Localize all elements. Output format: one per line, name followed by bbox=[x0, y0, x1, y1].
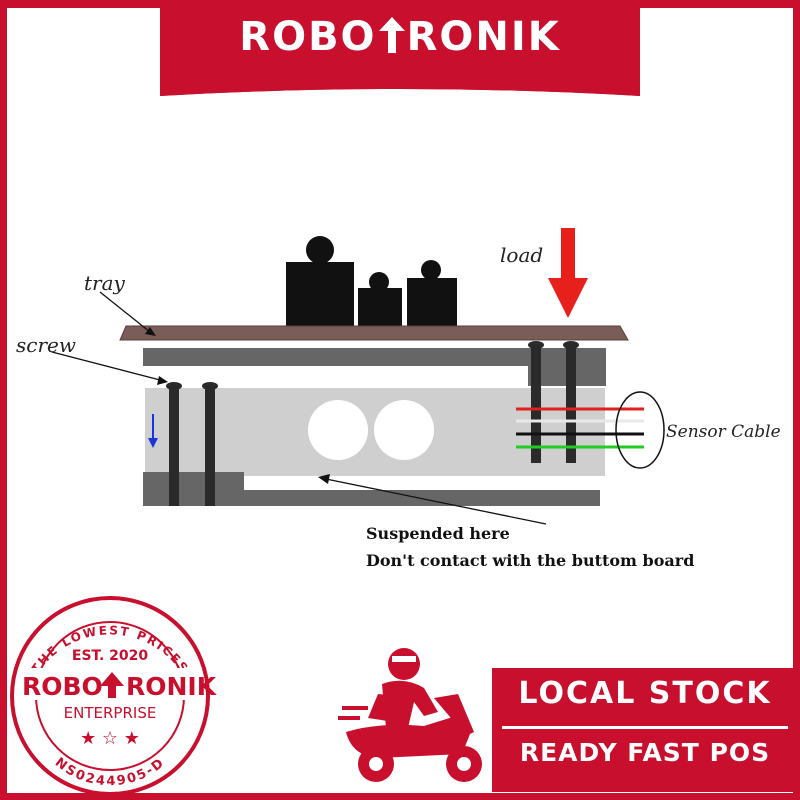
sensor-wires bbox=[516, 407, 644, 449]
bottom-plate bbox=[143, 472, 600, 506]
screw-leader bbox=[51, 351, 161, 381]
brand-name-left: ROBO bbox=[239, 14, 377, 60]
weight-medium-knob bbox=[421, 260, 441, 280]
enterprise-stamp: THE LOWEST PRICES NS0244905-D EST. 2020 … bbox=[10, 596, 218, 794]
sensor-cable-ellipse bbox=[615, 391, 665, 469]
weight-large-knob bbox=[306, 236, 334, 264]
sensor-cable-label: Sensor Cable bbox=[666, 422, 781, 442]
stamp-arrow-icon bbox=[100, 672, 124, 698]
top-plate bbox=[143, 348, 606, 386]
weight-medium bbox=[407, 278, 457, 326]
screw-label: screw bbox=[16, 333, 76, 357]
note-line-1: Suspended here bbox=[366, 524, 510, 543]
tray-leader bbox=[99, 291, 151, 333]
weights bbox=[286, 236, 457, 326]
screws bbox=[166, 341, 579, 506]
screw-left-1 bbox=[169, 386, 179, 506]
promo-divider bbox=[502, 726, 788, 729]
stamp-enterprise: ENTERPRISE bbox=[64, 704, 157, 722]
screw-right-1 bbox=[531, 345, 541, 463]
promo-banner: LOCAL STOCK READY FAST POS bbox=[492, 668, 798, 792]
screw-right-2 bbox=[566, 345, 576, 463]
brand-arrow-icon bbox=[378, 17, 405, 53]
stamp-stars-icon: ★ ☆ ★ bbox=[80, 728, 140, 749]
suspended-leader bbox=[325, 478, 547, 525]
stamp-name-right: RONIK bbox=[126, 672, 218, 701]
strain-hole-left bbox=[308, 400, 368, 460]
weight-small bbox=[358, 288, 402, 326]
brand-banner bbox=[0, 0, 800, 96]
delivery-scooter-icon bbox=[338, 648, 482, 782]
tray bbox=[119, 325, 629, 341]
tray-label: tray bbox=[84, 271, 126, 295]
load-label: load bbox=[500, 243, 543, 267]
stamp-name-left: ROBO bbox=[22, 672, 103, 701]
brand-logo: ROBO RONIK bbox=[0, 14, 800, 60]
bottom-gap bbox=[244, 476, 600, 490]
stamp-est: EST. 2020 bbox=[72, 648, 148, 664]
promo-line-1: LOCAL STOCK bbox=[518, 676, 772, 711]
screw-left-2 bbox=[205, 386, 215, 506]
note-line-2: Don't contact with the buttom board bbox=[366, 551, 694, 570]
promo-line-2: READY FAST POS bbox=[519, 738, 771, 767]
weight-small-knob bbox=[369, 272, 389, 292]
leader-lines bbox=[51, 291, 547, 525]
strain-hole-right bbox=[374, 400, 434, 460]
weight-large bbox=[286, 262, 354, 326]
brand-name-right: RONIK bbox=[406, 14, 561, 60]
direction-arrow-icon bbox=[148, 414, 158, 448]
load-arrow-icon bbox=[548, 228, 588, 318]
top-gap bbox=[143, 366, 528, 386]
